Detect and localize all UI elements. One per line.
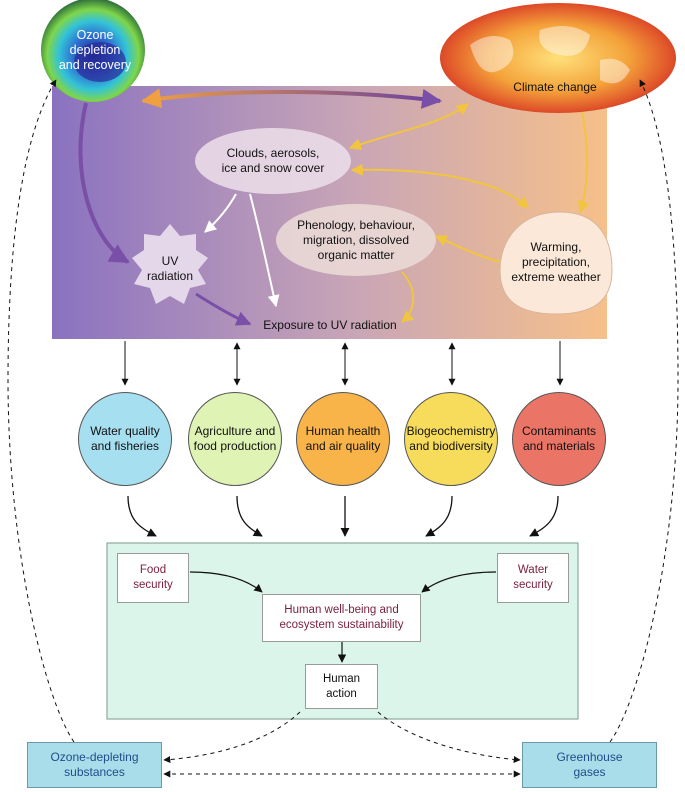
- greenhouse-gases-box: Greenhouse gases: [522, 742, 657, 788]
- greenhouse-feedback-arrow: [609, 79, 679, 743]
- climate-map-icon: [440, 3, 676, 113]
- human-action-box: Human action: [305, 664, 378, 709]
- ozone-label: Ozone depletion and recovery: [58, 28, 132, 72]
- phenology-node: [276, 204, 436, 276]
- circle-biogeochemistry: Biogeochemistry and biodiversity: [404, 392, 498, 486]
- uv-radiation-label: UV radiation: [146, 254, 194, 283]
- ozone-hole-icon: [74, 42, 126, 82]
- phenology-label: Phenology, behaviour, migration, dissolv…: [297, 218, 415, 262]
- food-to-center-arrow: [189, 571, 263, 593]
- water-to-center-arrow: [421, 571, 497, 593]
- ozone-to-uv-arrow: [78, 102, 130, 264]
- ozone-climate-double-arrow: [141, 88, 442, 109]
- warming-label: Warming, precipitation, extreme weather: [511, 240, 601, 284]
- climate-map-continents-icon: [470, 26, 630, 84]
- climate-to-warming-arrow: [578, 111, 590, 214]
- ozone-depleting-substances-box: Ozone-depleting substances: [27, 742, 162, 788]
- warming-clouds-arrow: [350, 163, 529, 209]
- clouds-to-exposure-arrow: [249, 193, 280, 308]
- clouds-to-uv-arrow: [204, 193, 237, 233]
- water-to-wellbeing-arrow: [127, 495, 157, 537]
- warming-node: [499, 211, 613, 315]
- circle-agriculture: Agriculture and food production: [188, 392, 282, 486]
- climate-change-label: Climate change: [513, 80, 597, 94]
- biogeo-to-wellbeing-arrow: [425, 495, 453, 537]
- wellbeing-center-box: Human well-being and ecosystem sustainab…: [262, 594, 421, 642]
- circle-contaminants: Contaminants and materials: [512, 392, 606, 486]
- action-to-ghg-arrow: [377, 711, 521, 763]
- clouds-label: Clouds, aerosols, ice and snow cover: [221, 146, 325, 175]
- action-to-ods-arrow: [163, 711, 301, 764]
- agri-to-wellbeing-arrow: [236, 495, 263, 537]
- contaminants-to-wellbeing-arrow: [529, 495, 559, 537]
- phenology-to-exposure-arrow: [401, 271, 415, 323]
- circle-human-health: Human health and air quality: [296, 392, 390, 486]
- clouds-node: [195, 128, 351, 194]
- water-security-box: Water security: [497, 553, 569, 603]
- uv-radiation-star: [132, 224, 208, 304]
- warming-to-phenology-arrow: [434, 235, 501, 263]
- uv-to-exposure-arrow: [195, 292, 252, 326]
- food-security-box: Food security: [117, 553, 189, 603]
- climate-clouds-arrow: [348, 103, 469, 150]
- ozone-substances-feedback-arrow: [7, 79, 75, 743]
- circle-water-quality: Water quality and fisheries: [78, 392, 172, 486]
- exposure-label: Exposure to UV radiation: [263, 318, 397, 332]
